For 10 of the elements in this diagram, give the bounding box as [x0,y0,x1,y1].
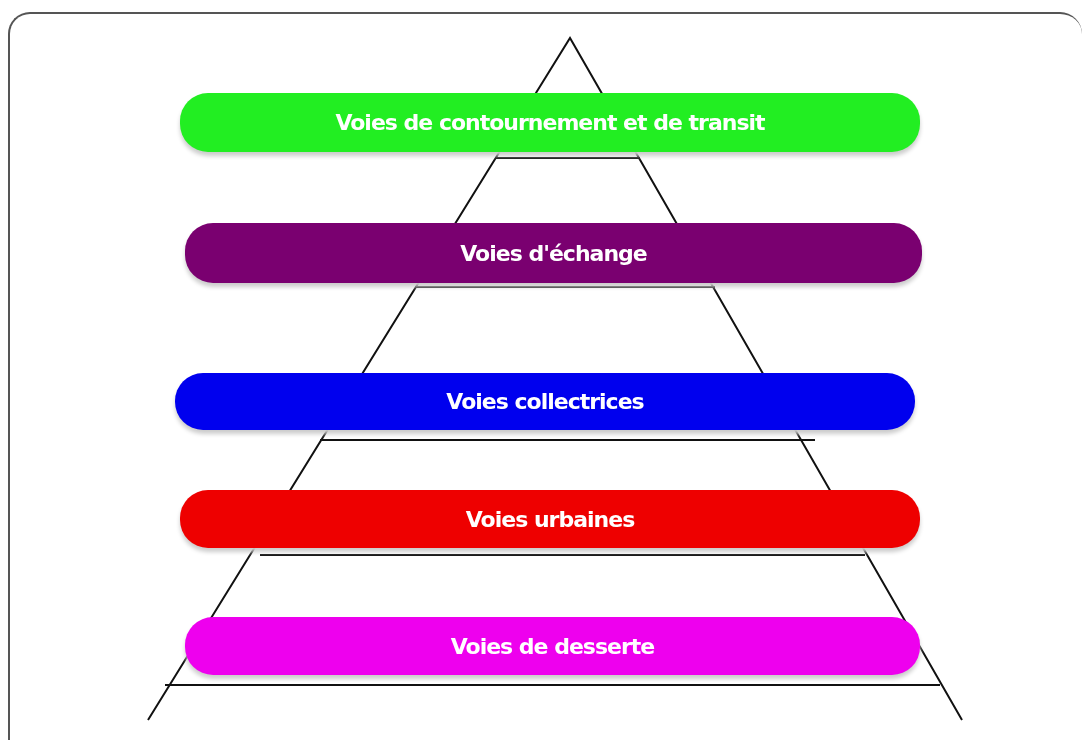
level-label: Voies de contournement et de transit [335,110,765,135]
level-band [185,223,922,283]
level-label: Voies collectrices [446,389,644,414]
level-label: Voies urbaines [465,506,635,532]
level-band [180,490,920,548]
level-label: Voies d'échange [460,240,647,266]
level-label: Voies de desserte [450,633,655,659]
level-band [185,617,920,675]
level-band [175,373,915,430]
level-band [180,93,920,152]
